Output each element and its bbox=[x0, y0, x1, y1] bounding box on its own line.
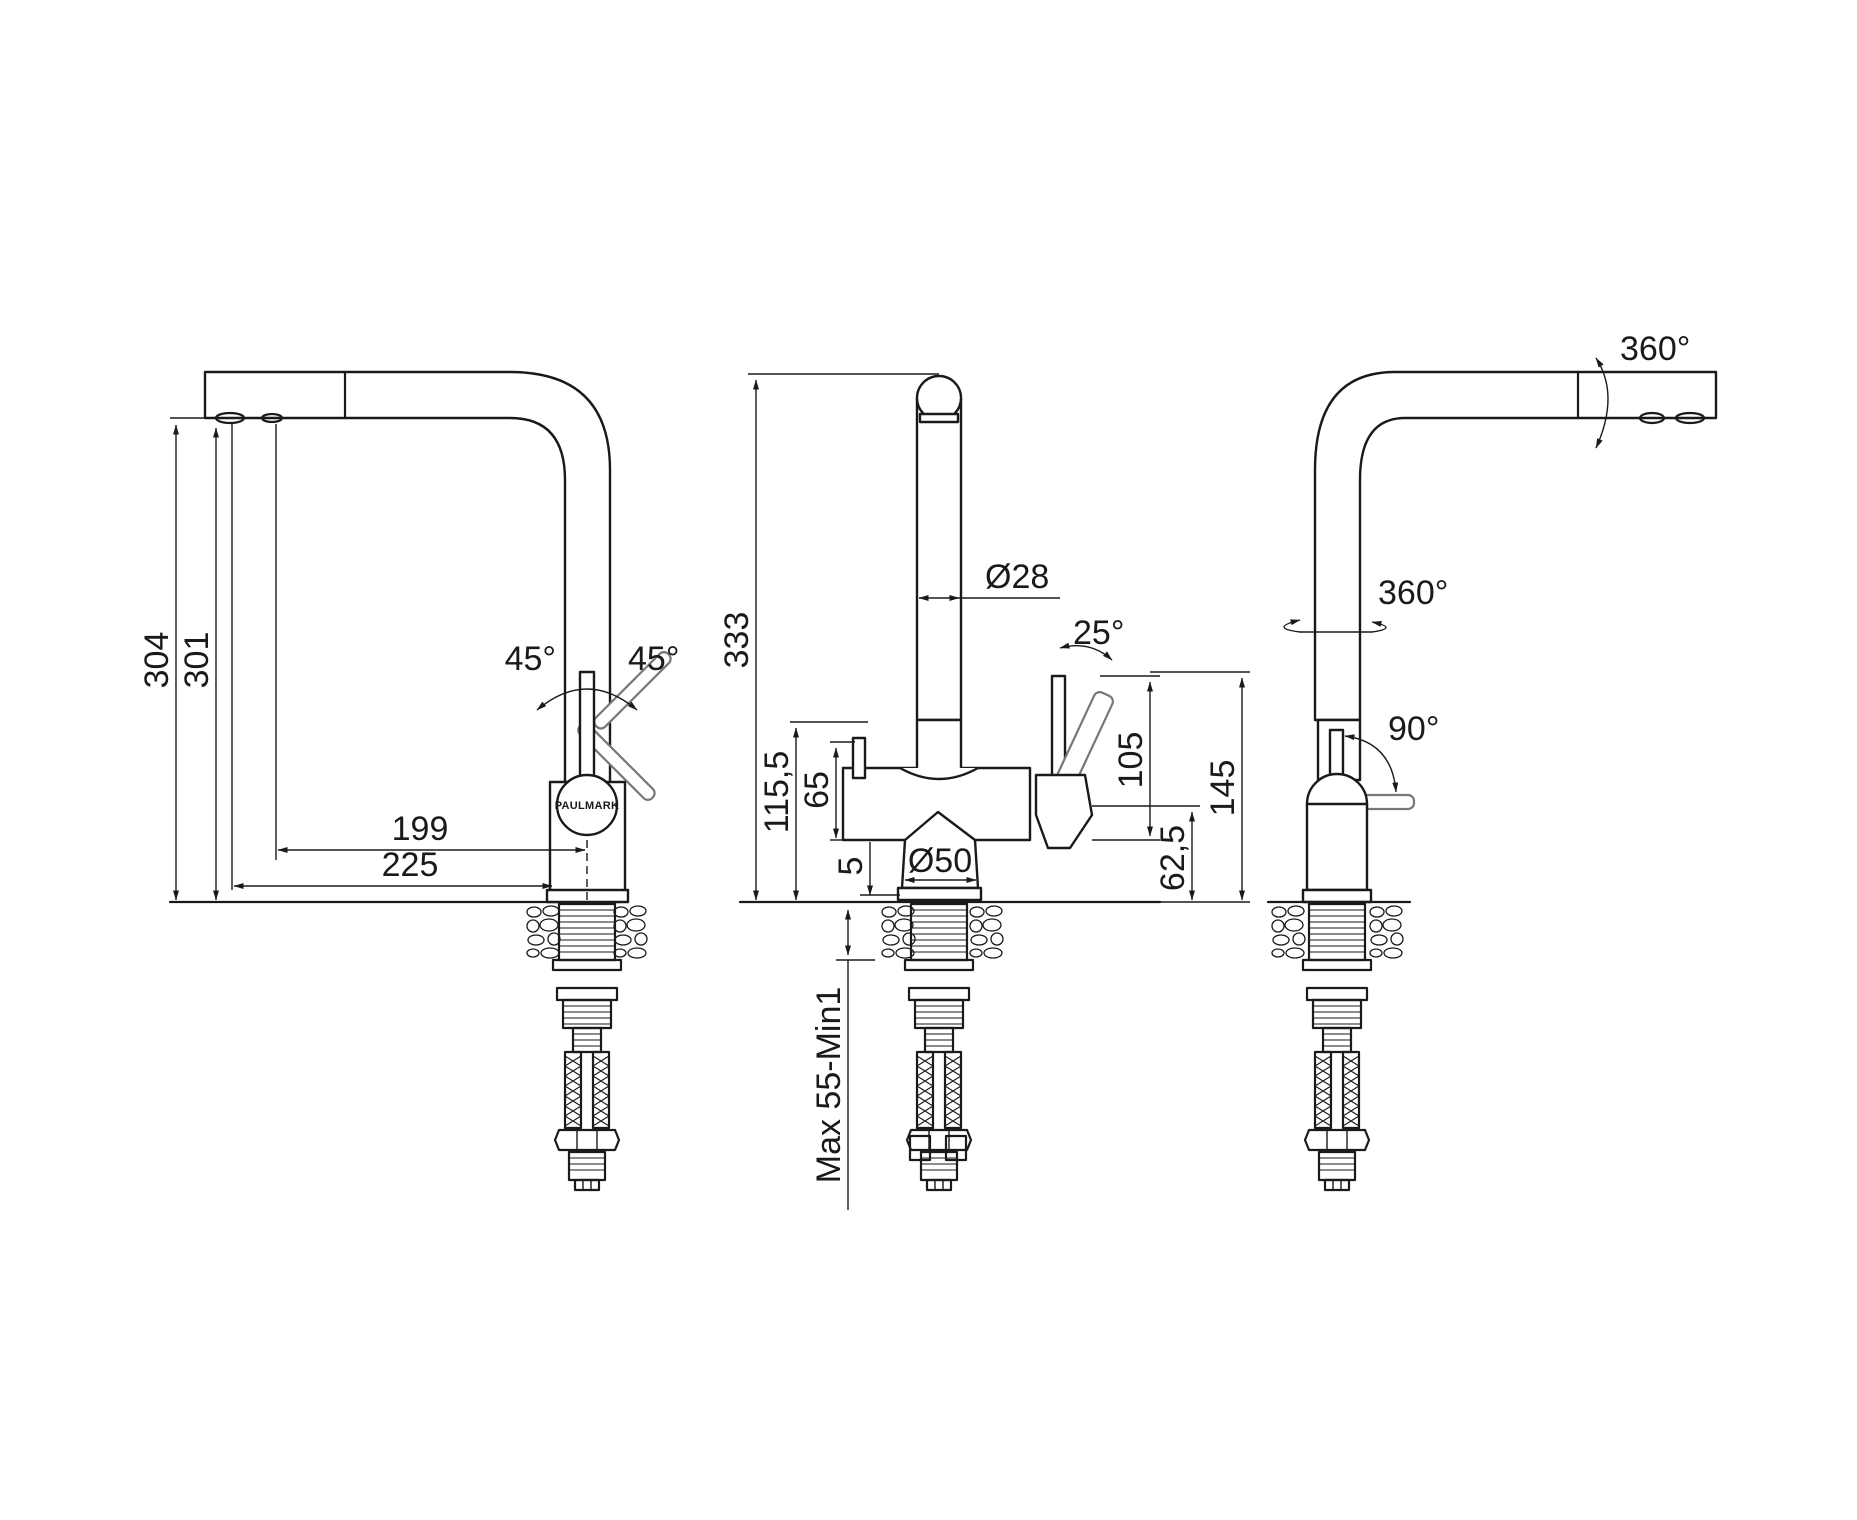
front-lever-angle-arc bbox=[1059, 642, 1113, 661]
head-rotation-label: 360° bbox=[1620, 330, 1690, 368]
lever-angle-left-label: 45° bbox=[505, 640, 556, 678]
head-rotation-arrow bbox=[1595, 357, 1609, 449]
spout-diameter-label: Ø28 bbox=[985, 558, 1049, 596]
height-outlet-label: 301 bbox=[178, 632, 216, 689]
lever-angle-arc bbox=[536, 688, 638, 711]
lever-rotation-arrow bbox=[1344, 734, 1399, 793]
reach-outer-label: 225 bbox=[382, 846, 439, 884]
lever-angle-right-label: 45° bbox=[628, 640, 679, 678]
countertop-thickness-label: Max 55-Min1 bbox=[810, 987, 848, 1184]
spout-rotation-arrow bbox=[1283, 619, 1387, 633]
height-total-label: 304 bbox=[138, 632, 176, 689]
base-offset-label: 5 bbox=[832, 857, 870, 876]
lever-length-label: 105 bbox=[1112, 732, 1150, 789]
rear-view: 360° 360° 90° bbox=[1266, 330, 1718, 1192]
side-view: PAULMARK 45° 45° 304 301 199 225 bbox=[138, 370, 679, 1192]
front-view: Ø28 Ø50 333 115,5 65 5 25° 105 62,5 bbox=[718, 373, 1250, 1210]
front-height-total-label: 333 bbox=[718, 612, 756, 669]
lever-rotation-label: 90° bbox=[1388, 710, 1439, 748]
body-diameter-label: Ø50 bbox=[908, 842, 972, 880]
front-lever-angle-label: 25° bbox=[1073, 614, 1124, 652]
lever-base-height-label: 62,5 bbox=[1154, 825, 1192, 891]
lever-top-height-label: 145 bbox=[1204, 760, 1242, 817]
spout-rotation-label: 360° bbox=[1378, 574, 1448, 612]
side-handle-length-label: 65 bbox=[798, 771, 836, 809]
brand-logo: PAULMARK bbox=[555, 800, 620, 812]
front-hose-elbow bbox=[908, 1134, 968, 1162]
side-handle-height-label: 115,5 bbox=[758, 751, 796, 834]
reach-inner-label: 199 bbox=[392, 810, 449, 848]
